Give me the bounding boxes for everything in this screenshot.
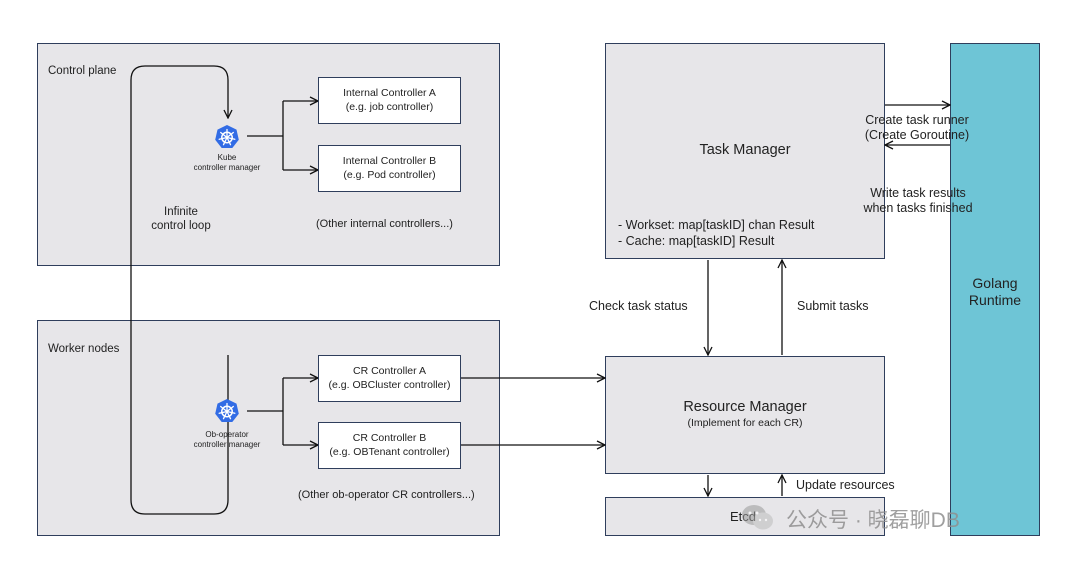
other-internal-controllers-note: (Other internal controllers...) bbox=[316, 218, 453, 230]
watermark-text: 公众号 · 晓磊聊DB bbox=[786, 509, 960, 532]
golang-runtime-label: Golang Runtime bbox=[968, 275, 1022, 308]
task-manager-details: - Workset: map[taskID] chan Result - Cac… bbox=[618, 218, 815, 248]
write-task-results-label: Write task results when tasks finished bbox=[863, 186, 973, 215]
resource-manager-box bbox=[605, 356, 885, 474]
ob-operator-manager-label: Ob-operator controller manager bbox=[193, 430, 261, 449]
wechat-icon bbox=[742, 505, 773, 530]
submit-tasks-label: Submit tasks bbox=[797, 299, 869, 313]
kubernetes-icon bbox=[215, 125, 239, 148]
ob-to-cr-connector bbox=[247, 378, 284, 445]
task-manager-box bbox=[605, 43, 885, 259]
kube-manager-label: Kube controller manager bbox=[193, 153, 261, 172]
resource-manager-subtitle: (Implement for each CR) bbox=[687, 417, 803, 429]
check-task-status-label: Check task status bbox=[589, 299, 688, 313]
control-loop-path bbox=[130, 65, 228, 515]
control-loop-label: Infinite control loop bbox=[151, 206, 211, 232]
kube-to-internal-connector bbox=[247, 101, 284, 170]
control-plane-label: Control plane bbox=[48, 65, 117, 77]
internal-controller-b: Internal Controller B (e.g. Pod controll… bbox=[318, 145, 461, 192]
other-cr-controllers-note: (Other ob-operator CR controllers...) bbox=[298, 489, 475, 501]
resource-manager-title: Resource Manager bbox=[683, 399, 807, 415]
cr-controller-b: CR Controller B (e.g. OBTenant controlle… bbox=[318, 422, 461, 469]
update-resources-label: Update resources bbox=[796, 478, 895, 492]
task-manager-title: Task Manager bbox=[699, 142, 791, 158]
golang-runtime-box bbox=[950, 43, 1040, 536]
cr-controller-a: CR Controller A (e.g. OBCluster controll… bbox=[318, 355, 461, 402]
internal-controller-a: Internal Controller A (e.g. job controll… bbox=[318, 77, 461, 124]
create-task-runner-label: Create task runner (Create Goroutine) bbox=[864, 113, 970, 142]
kubernetes-icon bbox=[215, 399, 239, 422]
worker-nodes-label: Worker nodes bbox=[48, 343, 120, 355]
